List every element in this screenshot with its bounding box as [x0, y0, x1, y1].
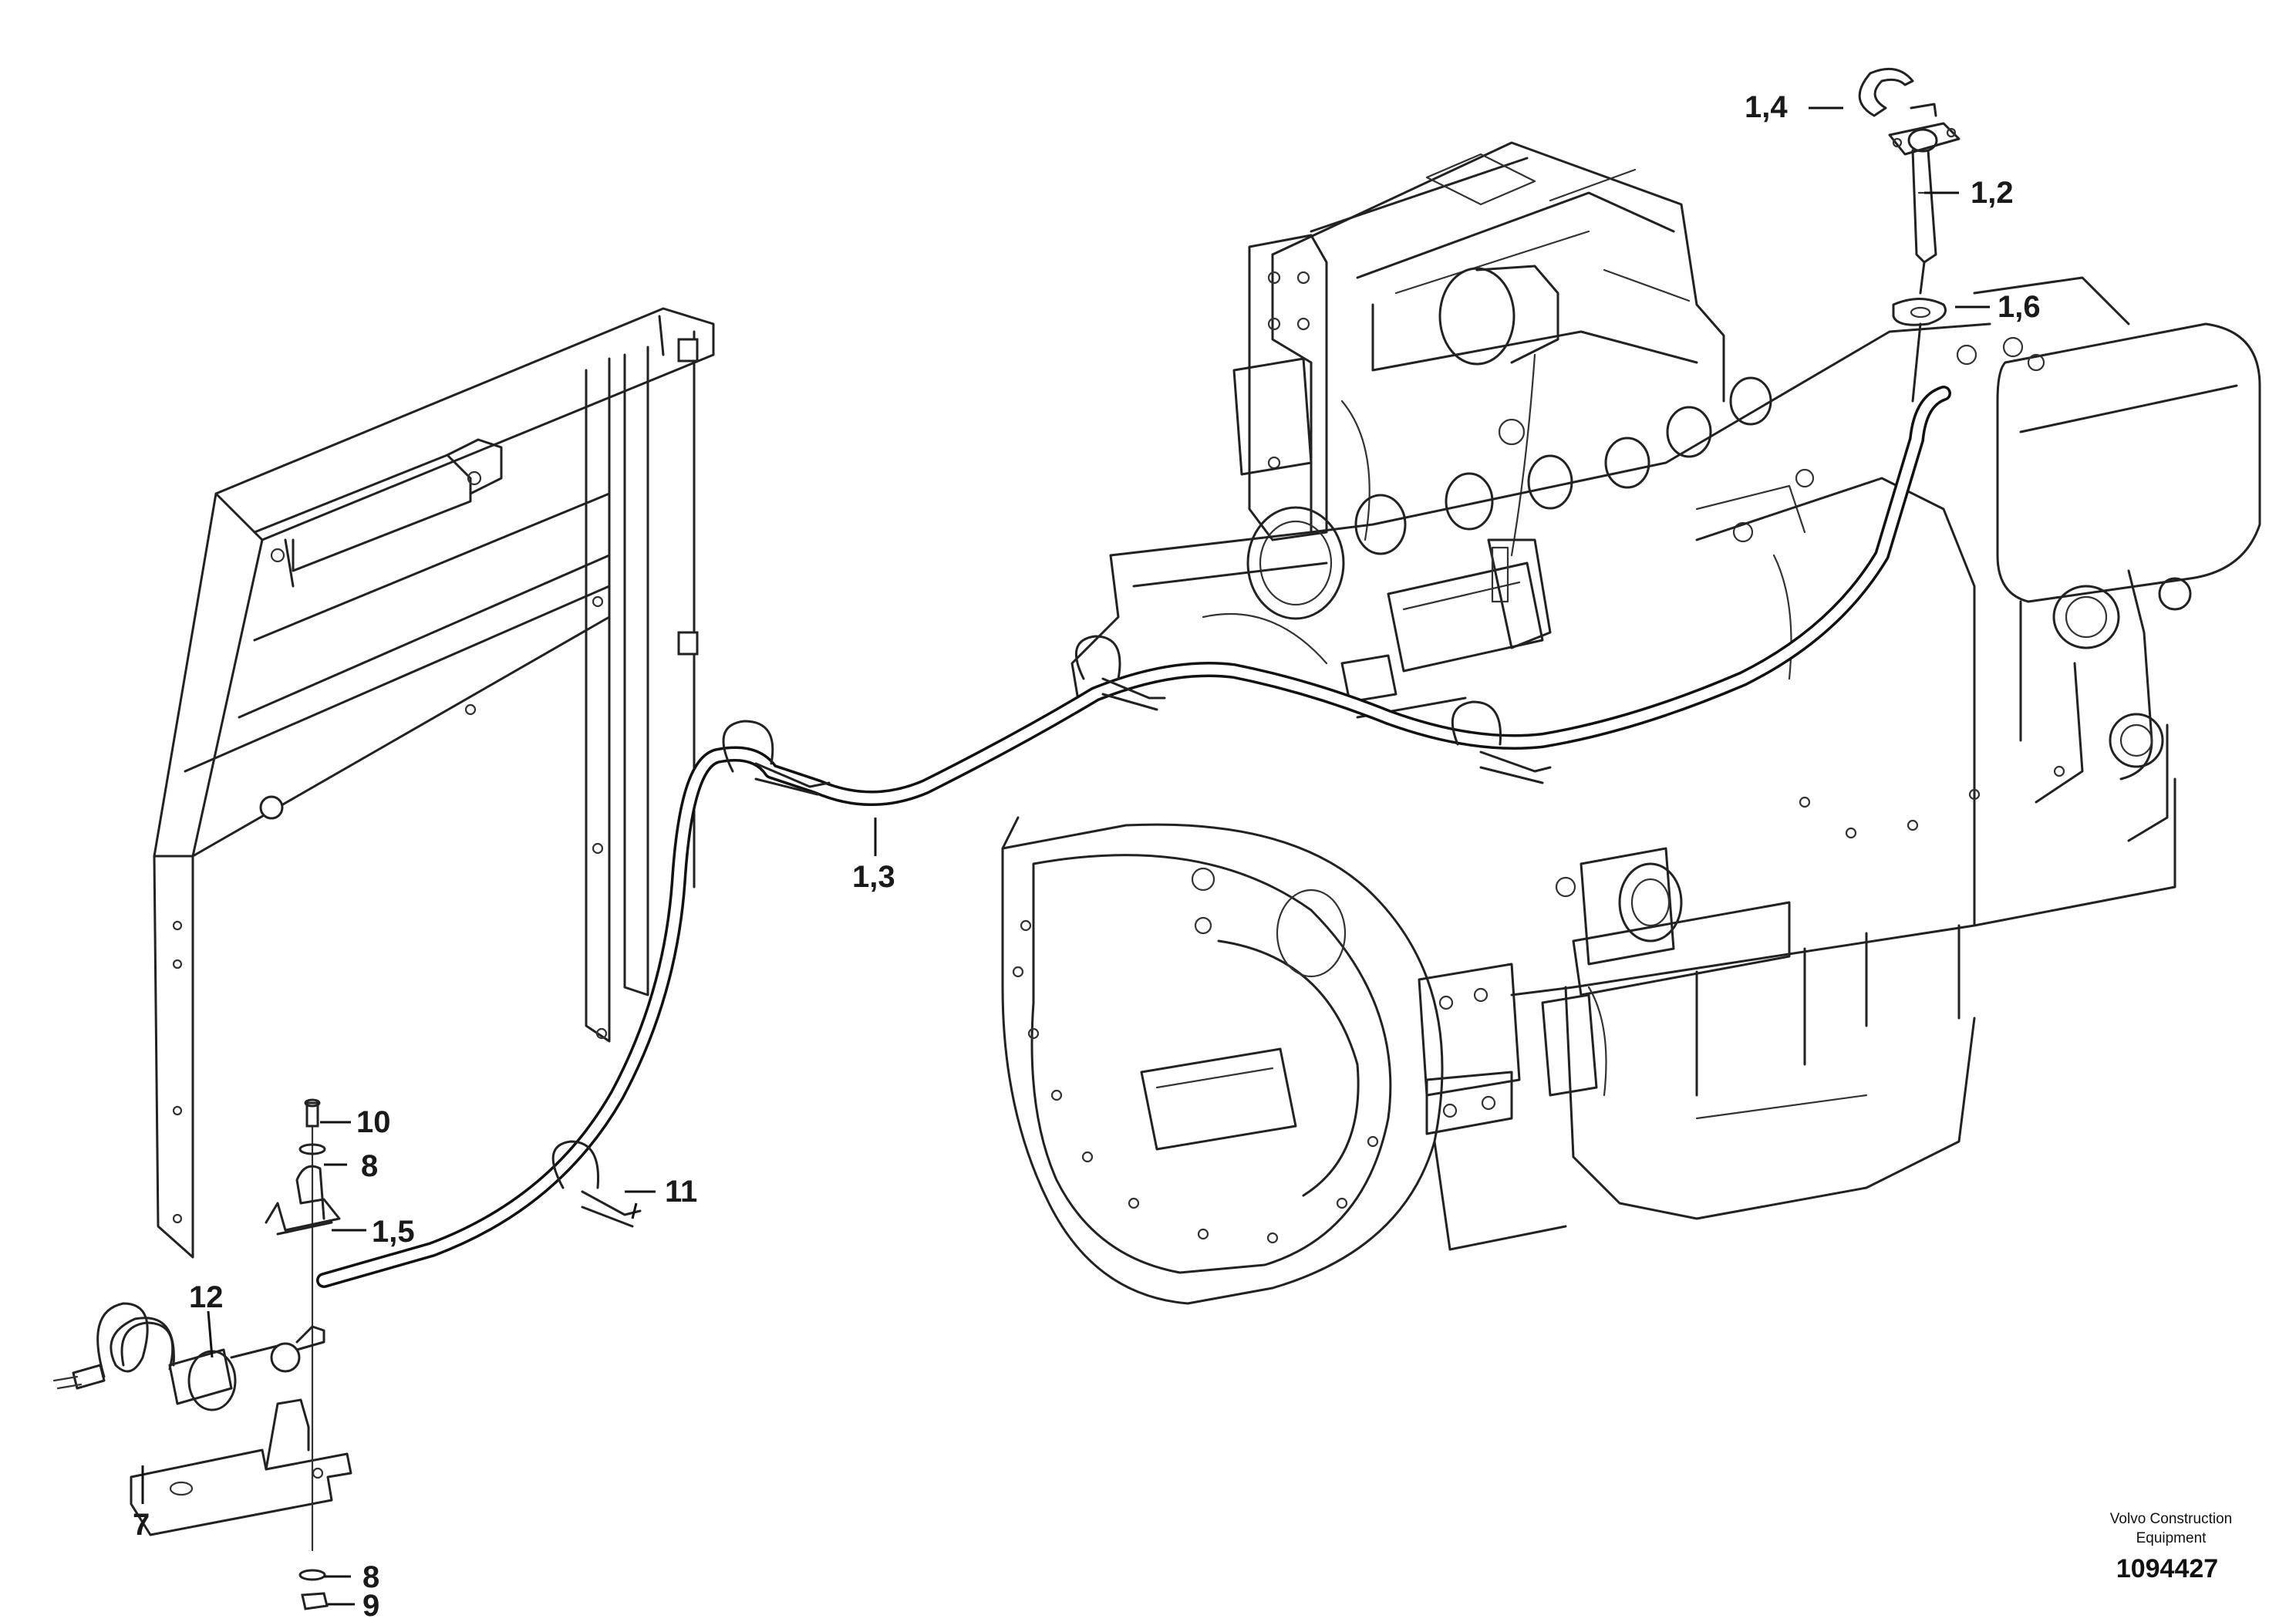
block-heater-cable — [316, 386, 1951, 1288]
callout-1-6: 1,6 — [1998, 290, 2041, 324]
brand-line-1: Volvo Construction — [2110, 1511, 2232, 1527]
cable-ties — [551, 635, 1552, 1228]
callout-7: 7 — [133, 1508, 150, 1542]
callout-9: 9 — [362, 1589, 379, 1622]
callout-8-top: 8 — [361, 1149, 378, 1183]
plug-and-bracket — [52, 1098, 352, 1610]
callout-1-3: 1,3 — [852, 860, 895, 894]
callout-12: 12 — [189, 1280, 224, 1314]
callout-1-5: 1,5 — [372, 1215, 415, 1249]
callout-11: 11 — [665, 1175, 697, 1209]
callout-8-bottom: 8 — [362, 1560, 379, 1594]
document-number: 1094427 — [2116, 1554, 2218, 1583]
callout-1-4: 1,4 — [1745, 90, 1788, 124]
brand-line-2: Equipment — [2136, 1530, 2207, 1546]
temperature-sensor-assembly — [1858, 67, 1961, 403]
callout-1-2: 1,2 — [1971, 176, 2014, 210]
engine-block — [1001, 141, 2261, 1305]
radiator-frame — [153, 307, 715, 1259]
callout-leaders — [141, 106, 1990, 1606]
callout-10: 10 — [356, 1105, 391, 1139]
